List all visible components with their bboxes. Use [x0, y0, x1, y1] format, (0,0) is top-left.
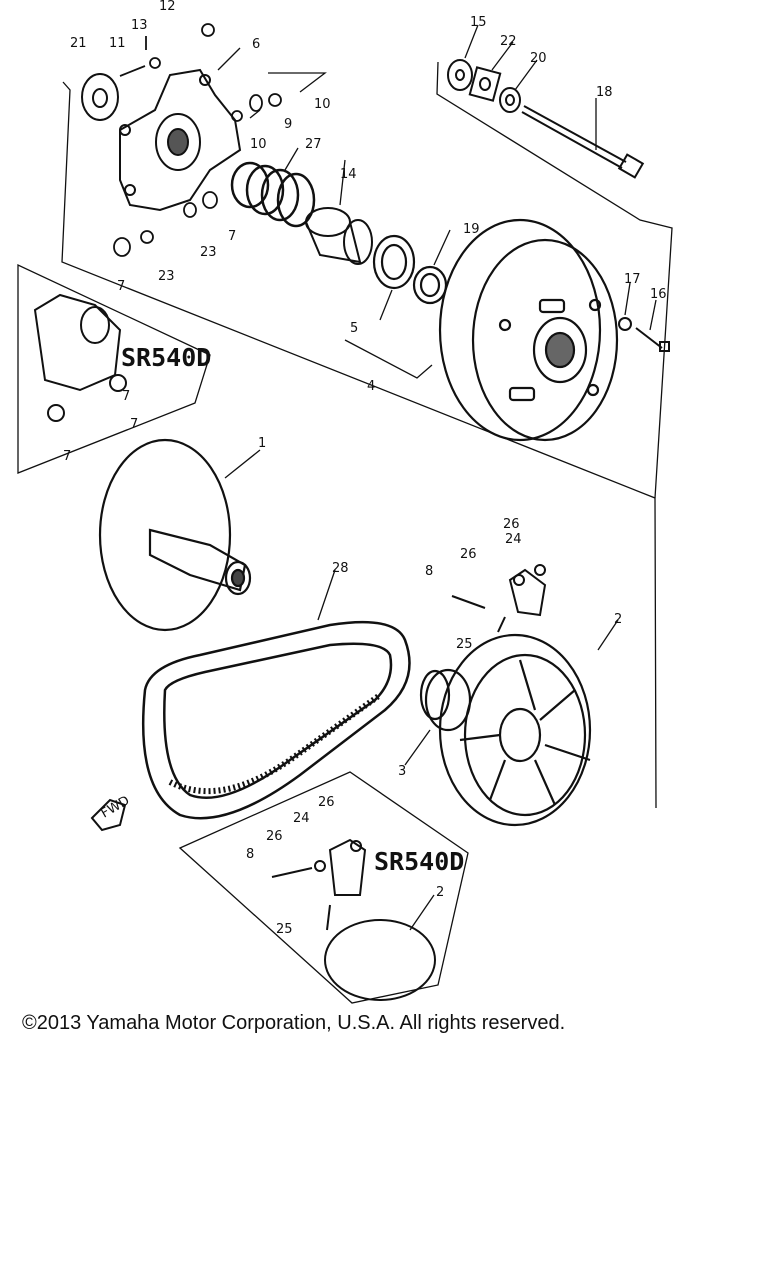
spacer-part-22: [468, 66, 502, 102]
callout-7-e: 7: [122, 389, 130, 404]
washer-part-20: [499, 87, 521, 113]
forward-arrow-icon: [90, 798, 127, 832]
callout-3: 3: [398, 764, 406, 779]
callout-6: 6: [252, 37, 260, 52]
hub-small-parts: [113, 23, 282, 257]
callout-8-inset: 8: [246, 847, 254, 862]
callout-labels: 1 2 2 3 4 5 6 7 7 7 7 7 8 8 9 10 10 11 1…: [63, 0, 667, 937]
callout-7-b: 7: [117, 279, 125, 294]
forward-label: FWD: [99, 793, 133, 821]
callout-23-a: 23: [200, 245, 217, 260]
inset-hub-variant: [33, 293, 127, 422]
variant-label-bottom: SR540D: [374, 847, 464, 876]
callout-14: 14: [340, 167, 357, 182]
bolt-part-16: [635, 327, 670, 352]
inset-bracket-variant: [271, 838, 436, 1001]
bearing-part-3: [419, 668, 472, 732]
callout-26-b: 26: [503, 517, 520, 532]
callout-22: 22: [500, 34, 517, 49]
callout-4: 4: [367, 379, 375, 394]
callout-9: 9: [284, 117, 292, 132]
callout-26-c: 26: [266, 829, 283, 844]
callout-7-a: 7: [228, 229, 236, 244]
drive-belt-part-28: [141, 620, 411, 820]
bracket-part-24: [451, 564, 547, 633]
washer-part-21: [81, 73, 119, 121]
bushing-part-19: [412, 265, 448, 305]
callout-24-main: 24: [505, 532, 522, 547]
copyright-notice: ©2013 Yamaha Motor Corporation, U.S.A. A…: [22, 1012, 566, 1034]
callout-19: 19: [463, 222, 480, 237]
callout-25-inset: 25: [276, 922, 293, 937]
callout-1: 1: [258, 436, 266, 451]
sheave-part-2: [438, 633, 592, 827]
callout-21: 21: [70, 36, 87, 51]
callout-2-main: 2: [614, 612, 622, 627]
callout-25-main: 25: [456, 637, 473, 652]
leader-lines: [217, 24, 657, 931]
callout-7-c: 7: [130, 417, 138, 432]
callout-12: 12: [159, 0, 176, 14]
callout-8-main: 8: [425, 564, 433, 579]
callout-2-inset: 2: [436, 885, 444, 900]
callout-24-inset: 24: [293, 811, 310, 826]
bolt-part-18: [521, 105, 645, 179]
callout-10-a: 10: [314, 97, 331, 112]
callout-16: 16: [650, 287, 667, 302]
nut-part-17: [618, 317, 632, 331]
callout-26-d: 26: [318, 795, 335, 810]
callout-10-b: 10: [250, 137, 267, 152]
callout-23-b: 23: [158, 269, 175, 284]
variant-label-top: SR540D: [121, 343, 211, 372]
bushing-part-5: [372, 234, 416, 290]
sheave-part-1: [98, 438, 252, 632]
callout-26-a: 26: [460, 547, 477, 562]
callout-13: 13: [131, 18, 148, 33]
callout-11: 11: [109, 36, 126, 51]
callout-7-d: 7: [63, 449, 71, 464]
washer-part-15: [447, 59, 473, 91]
callout-5: 5: [350, 321, 358, 336]
callout-28: 28: [332, 561, 349, 576]
callout-15: 15: [470, 15, 487, 30]
callout-20: 20: [530, 51, 547, 66]
sleeve-part-14: [305, 207, 373, 265]
spring-part-27: [230, 161, 316, 228]
spider-hub-part-6: [119, 68, 242, 212]
callout-18: 18: [596, 85, 613, 100]
frame-lines: [17, 61, 673, 1004]
callout-27: 27: [305, 137, 322, 152]
callout-17: 17: [624, 272, 641, 287]
sheave-part-4: [438, 218, 619, 442]
